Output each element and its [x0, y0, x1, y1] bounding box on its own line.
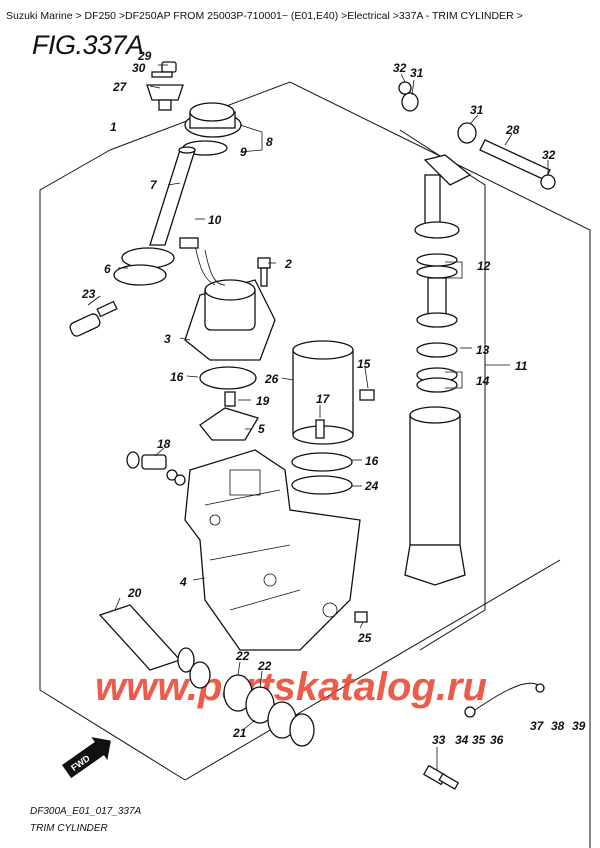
- callout-36: 36: [490, 733, 504, 747]
- leader-lines: [87, 64, 549, 770]
- part-bolt-2: [257, 257, 271, 287]
- callout-20: 20: [127, 586, 142, 600]
- callout-21: 21: [232, 726, 247, 740]
- part-fitting-23: [69, 300, 118, 337]
- callout-27: 27: [112, 80, 128, 94]
- part-piston-20: [98, 604, 315, 747]
- callout-19: 19: [256, 394, 270, 408]
- part-housing-4: [184, 449, 361, 651]
- callout-11: 11: [515, 359, 528, 373]
- part-bolt-33: [422, 764, 460, 790]
- fwd-arrow-icon: FWD: [62, 737, 111, 779]
- part-orings-6: [113, 247, 175, 286]
- part-cap-8: [182, 102, 242, 156]
- callout-1: 1: [110, 120, 117, 134]
- part-plate-5: [199, 391, 259, 441]
- callout-7: 7: [150, 178, 158, 192]
- callout-32: 32: [393, 61, 407, 75]
- callout-39: 39: [572, 719, 586, 733]
- part-tube-7: [149, 146, 196, 246]
- callout-12: 12: [477, 259, 491, 273]
- part-pin-28: [398, 81, 556, 190]
- part-ground-wire-34: [464, 682, 545, 718]
- part-oring-16b: [291, 452, 353, 472]
- breadcrumb: Suzuki Marine > DF250 >DF250AP FROM 2500…: [6, 10, 523, 22]
- callout-15: 15: [357, 357, 371, 371]
- part-screw-29: [146, 61, 184, 111]
- callout-2: 2: [284, 257, 292, 271]
- callout-13: 13: [476, 343, 490, 357]
- callout-4: 4: [179, 575, 187, 589]
- part-motor-3: [179, 237, 276, 361]
- callout-31b: 31: [470, 103, 484, 117]
- callout-34: 34: [455, 733, 469, 747]
- part-cylinder-11: [404, 154, 472, 586]
- callout-9: 9: [240, 145, 247, 159]
- callout-35: 35: [472, 733, 486, 747]
- callout-16: 16: [170, 370, 184, 384]
- callout-22b: 22: [257, 659, 272, 673]
- part-bolt-25: [354, 611, 368, 623]
- callout-22: 22: [235, 649, 250, 663]
- callout-5: 5: [258, 422, 265, 436]
- callout-18: 18: [157, 437, 171, 451]
- callout-30: 30: [132, 61, 146, 75]
- callout-16b: 16: [365, 454, 379, 468]
- part-oring-24: [291, 475, 353, 495]
- callout-6: 6: [104, 262, 111, 276]
- part-reservoir-26: [292, 340, 354, 445]
- callout-8: 8: [266, 135, 273, 149]
- part-screw-15: [359, 389, 375, 401]
- callout-26: 26: [264, 372, 279, 386]
- callout-24: 24: [364, 479, 379, 493]
- callout-38: 38: [551, 719, 565, 733]
- part-oring-16a: [199, 366, 257, 390]
- callout-numbers: 1 2 3 4 5 6 7 8 9 10 11 12 13 14 15 16 1…: [81, 49, 586, 747]
- drawing-code: DF300A_E01_017_337A: [30, 806, 142, 817]
- callout-17: 17: [316, 392, 331, 406]
- callout-25: 25: [357, 631, 372, 645]
- watermark-text: www.partskatalog.ru: [95, 665, 487, 709]
- drawing-name: TRIM CYLINDER: [30, 823, 108, 834]
- callout-3: 3: [164, 332, 171, 346]
- figure-title: FIG.337A: [32, 30, 144, 60]
- part-valve-18: [126, 451, 186, 486]
- callout-28: 28: [505, 123, 520, 137]
- callout-32b: 32: [542, 148, 556, 162]
- callout-37: 37: [530, 719, 545, 733]
- callout-23: 23: [81, 287, 96, 301]
- callout-33: 33: [432, 733, 446, 747]
- callout-29: 29: [137, 49, 152, 63]
- callout-10: 10: [208, 213, 222, 227]
- callout-31: 31: [410, 66, 424, 80]
- callout-14: 14: [476, 374, 490, 388]
